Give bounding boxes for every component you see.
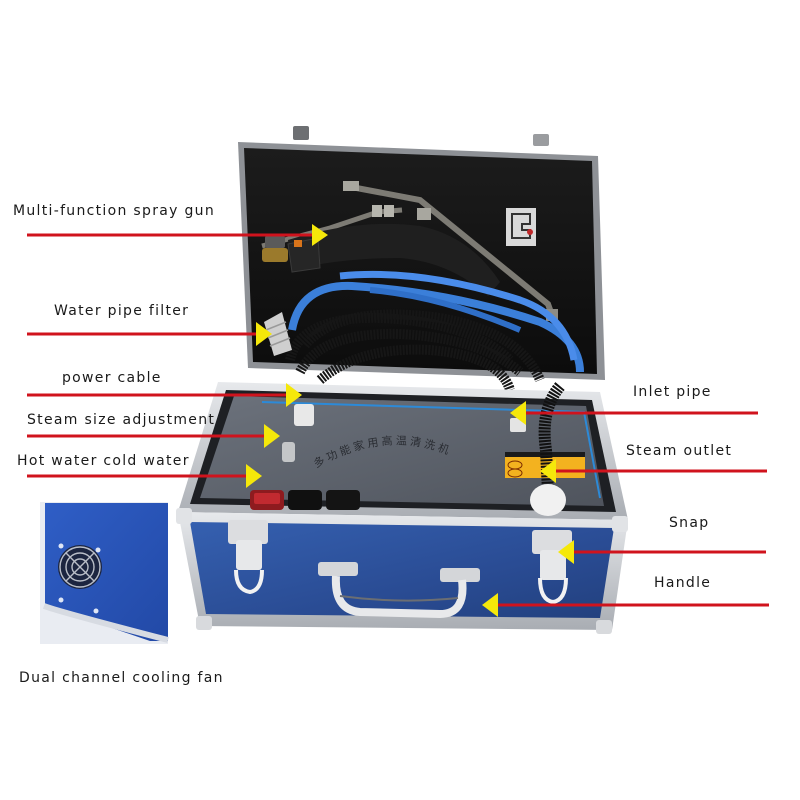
arrow-power-cable [286, 383, 302, 407]
callout-handle-label: Handle [654, 575, 712, 591]
case-lid [238, 126, 605, 392]
arrowheads [246, 224, 574, 617]
arrow-steam-adjust [264, 424, 280, 448]
callout-steam-outlet-label: Steam outlet [626, 443, 733, 459]
callout-power-cable-label: power cable [62, 370, 162, 386]
arrow-snap [558, 540, 574, 564]
snap-latch-left [228, 520, 268, 595]
carry-handle [318, 562, 480, 619]
callout-spray-gun-label: Multi-function spray gun [13, 203, 215, 219]
arrow-steam-outlet [540, 459, 556, 483]
callout-water-filter-label: Water pipe filter [54, 303, 190, 319]
arrow-hot-cold [246, 464, 262, 488]
callout-hot-cold-label: Hot water cold water [17, 453, 190, 469]
callout-snap-label: Snap [669, 515, 710, 531]
cooling-fan-inset [40, 502, 169, 644]
snap-latch-right [532, 530, 572, 605]
callout-inlet-pipe-label: Inlet pipe [633, 384, 712, 400]
callout-steam-adjust-label: Steam size adjustment [27, 412, 216, 428]
arrow-water-filter [256, 322, 272, 346]
inset-cooling-fan-label: Dual channel cooling fan [19, 670, 224, 686]
arrow-spray-gun [312, 224, 328, 246]
case-body: 多功能家用高温清洗机 [176, 382, 628, 634]
leader-lines [27, 233, 769, 607]
arrow-handle [482, 593, 498, 617]
arrow-inlet-pipe [510, 401, 526, 425]
